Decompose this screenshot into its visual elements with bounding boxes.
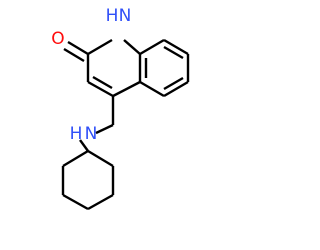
bond-c5-c4a xyxy=(139,80,165,98)
bond-cy3-cy4 xyxy=(87,193,114,211)
bond-c3-c4 xyxy=(87,80,114,98)
bond-c2-n1 xyxy=(87,38,113,56)
atom-n-amine: N xyxy=(85,124,98,144)
atom-o-carbonyl: O xyxy=(51,29,64,49)
bond-c4-c4a xyxy=(112,80,141,98)
bonds xyxy=(61,38,190,211)
bond-ch2-nh xyxy=(95,123,114,135)
molecule-structure: O H N H N xyxy=(51,6,190,211)
bond-cy6-cy1 xyxy=(62,149,89,168)
bond-cy4-cy5 xyxy=(62,193,89,211)
bond-c8a-c8 xyxy=(139,38,165,56)
bond-c8-c7 xyxy=(163,38,189,56)
atom-n1: N xyxy=(119,6,132,26)
bond-c2-o-b xyxy=(63,47,85,63)
atom-h-n1: H xyxy=(106,6,119,26)
bond-c6-c5 xyxy=(163,80,189,98)
bond-c6-c5-inner xyxy=(163,76,184,91)
bond-c3-c4-inner xyxy=(92,75,113,90)
bond-c2-o-a xyxy=(67,40,89,56)
bond-c8-c7-inner xyxy=(163,45,184,60)
bond-n1-c8a xyxy=(123,39,141,55)
atom-labels: O H N H N xyxy=(51,6,131,144)
atom-h-amine: H xyxy=(70,124,83,144)
bond-nh-cy1 xyxy=(79,139,89,152)
bond-cy1-cy2 xyxy=(87,149,114,168)
